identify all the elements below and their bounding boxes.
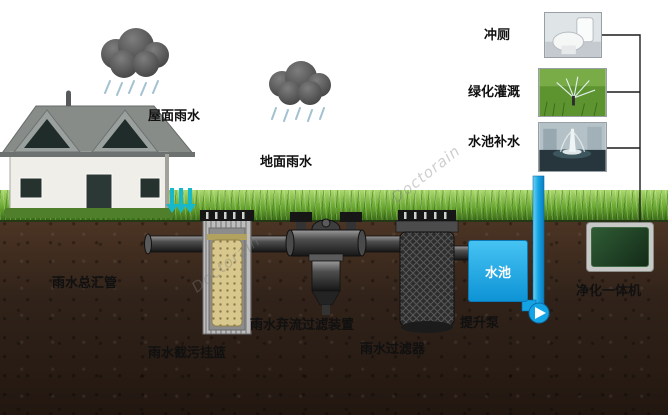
roof-vent-cap (66, 90, 71, 96)
hedge (4, 208, 174, 218)
label-main-pipe: 雨水总汇管 (52, 276, 118, 291)
purifier-unit (586, 222, 654, 272)
intercept-basket-device (200, 210, 254, 335)
label-roof-rain: 屋面雨水 (148, 109, 201, 124)
toilet-icon (545, 13, 601, 57)
purifier-top (591, 227, 649, 267)
toilet-photo (544, 12, 602, 58)
gable-window (24, 119, 70, 148)
lift-pump-and-riser (521, 175, 550, 324)
fountain-photo (538, 122, 607, 172)
cloud-puffs (269, 61, 331, 105)
house (0, 90, 195, 218)
diversion-filter-device (285, 212, 367, 315)
fountain-icon (539, 123, 606, 171)
label-intercept-basket: 雨水截污挂篮 (148, 346, 227, 361)
pipe-flange (144, 233, 152, 255)
pump-icon (535, 307, 546, 319)
main-collection-pipe (145, 235, 471, 261)
roof-vent (66, 94, 71, 106)
tank-label: 水池 (484, 265, 511, 281)
gable-window (102, 119, 148, 148)
irrigation-photo (538, 68, 607, 117)
house-window (19, 177, 43, 199)
label-ground-rain: 地面雨水 (260, 155, 313, 170)
label-purifier: 净化一体机 (576, 284, 642, 299)
house-eave (0, 152, 195, 157)
label-pool-refill: 水池补水 (468, 135, 521, 150)
rain-filter-device (395, 210, 459, 333)
label-diversion-filter: 雨水弃流过滤装置 (250, 318, 355, 333)
sprinkler-icon (539, 69, 606, 116)
rain-streaks (271, 107, 325, 122)
infiltration-arrows (166, 188, 196, 213)
rain-streaks (104, 80, 159, 96)
label-irrigation: 绿化灌溉 (468, 85, 521, 100)
house-window (139, 177, 161, 199)
rain-cloud-icon (101, 28, 169, 96)
label-toilet: 冲厕 (484, 28, 511, 43)
label-lift-pump: 提升泵 (460, 316, 500, 331)
cloud-puffs (101, 28, 169, 78)
downspout (165, 154, 169, 216)
label-rain-filter: 雨水过滤器 (360, 342, 426, 357)
rain-cloud-icon (269, 61, 331, 122)
water-tank: 水池 (468, 240, 528, 302)
